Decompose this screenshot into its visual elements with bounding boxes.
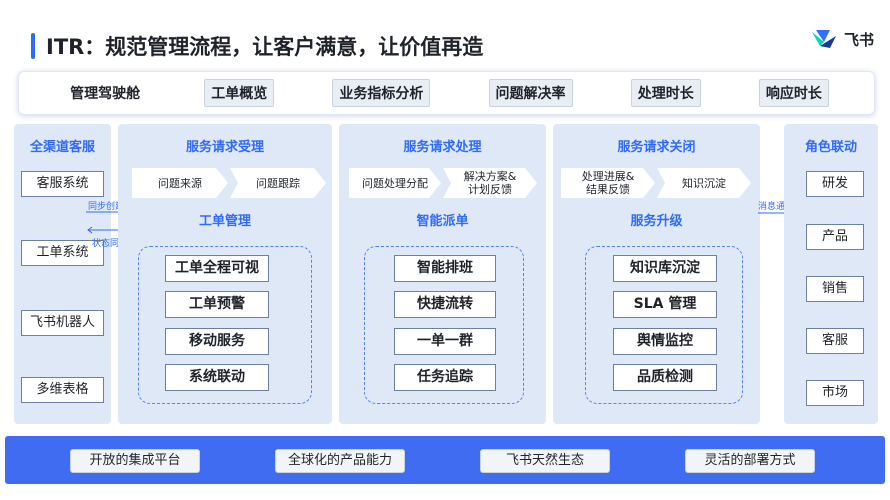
nav-ticket-overview[interactable]: 工单概览 bbox=[204, 79, 275, 107]
feature-quality: 品质检测 bbox=[613, 364, 717, 391]
feature-mobile: 移动服务 bbox=[165, 328, 269, 355]
feature-scheduling: 智能排班 bbox=[394, 255, 496, 282]
role-product: 产品 bbox=[806, 224, 864, 250]
close-column: 服务请求关闭 处理进展& 结果反馈 知识沉淀 服务升级 知识库沉淀 SLA 管理… bbox=[553, 124, 760, 424]
step-issue-source: 问题来源 bbox=[132, 168, 228, 198]
process-title: 服务请求处理 bbox=[403, 140, 482, 155]
role-service: 客服 bbox=[806, 328, 864, 354]
feature-sentiment: 舆情监控 bbox=[613, 328, 717, 355]
step-issue-tracking: 问题跟踪 bbox=[230, 168, 326, 198]
logo-text: 飞书 bbox=[843, 30, 874, 49]
page-title: ITR：规范管理流程，让客户满意，让价值再造 bbox=[46, 35, 484, 59]
channel-ticket-system: 工单系统 bbox=[21, 240, 104, 266]
nav-response-time[interactable]: 响应时长 bbox=[758, 79, 829, 107]
feature-one-group: 一单一群 bbox=[394, 328, 496, 355]
channel-title: 全渠道客服 bbox=[29, 140, 95, 155]
channel-bitable: 多维表格 bbox=[21, 377, 104, 403]
accept-feature-group bbox=[138, 246, 312, 404]
close-subtitle: 服务升级 bbox=[630, 214, 683, 229]
role-marketing: 市场 bbox=[806, 380, 864, 406]
feature-knowledge-base: 知识库沉淀 bbox=[613, 255, 717, 282]
accept-column: 服务请求受理 问题来源 问题跟踪 工单管理 工单全程可视 工单预警 移动服务 系… bbox=[118, 124, 332, 424]
role-sales: 销售 bbox=[806, 276, 864, 302]
title-accent-bar bbox=[31, 33, 35, 59]
process-subtitle: 智能派单 bbox=[416, 214, 469, 229]
feature-alert: 工单预警 bbox=[165, 291, 269, 318]
step-progress-feedback: 处理进展& 结果反馈 bbox=[561, 168, 655, 198]
nav-kpi-analysis[interactable]: 业务指标分析 bbox=[332, 79, 431, 107]
feature-task-tracking: 任务追踪 bbox=[394, 364, 496, 391]
top-nav: 管理驾驶舱 工单概览 业务指标分析 问题解决率 处理时长 响应时长 bbox=[18, 71, 875, 115]
feature-linkage: 系统联动 bbox=[165, 364, 269, 391]
brand-logo: 飞书 bbox=[810, 28, 874, 50]
platform-integration: 开放的集成平台 bbox=[70, 449, 200, 473]
process-column: 服务请求处理 问题处理分配 解决方案& 计划反馈 智能派单 智能排班 快捷流转 … bbox=[339, 124, 546, 424]
channel-bot: 飞书机器人 bbox=[21, 310, 104, 336]
platform-deployment: 灵活的部署方式 bbox=[685, 449, 815, 473]
platform-ecosystem: 飞书天然生态 bbox=[480, 449, 610, 473]
role-title: 角色联动 bbox=[804, 140, 857, 155]
sync-create-label: 同步创建 bbox=[88, 202, 125, 212]
close-feature-group bbox=[585, 246, 743, 404]
accept-title: 服务请求受理 bbox=[185, 140, 264, 155]
step-knowledge: 知识沉淀 bbox=[657, 168, 751, 198]
sync-status-label: 状态同步 bbox=[92, 239, 129, 249]
nav-cockpit[interactable]: 管理驾驶舱 bbox=[70, 86, 141, 102]
feishu-logo-icon bbox=[811, 30, 836, 48]
feature-visible: 工单全程可视 bbox=[165, 255, 269, 282]
accept-subtitle: 工单管理 bbox=[198, 214, 251, 229]
platform-bar: 开放的集成平台 全球化的产品能力 飞书天然生态 灵活的部署方式 bbox=[5, 436, 885, 484]
channel-column: 全渠道客服 客服系统 工单系统 飞书机器人 多维表格 bbox=[14, 124, 111, 424]
feature-transfer: 快捷流转 bbox=[394, 291, 496, 318]
nav-handling-time[interactable]: 处理时长 bbox=[630, 79, 701, 107]
notify-label: 消息通知 bbox=[758, 202, 795, 212]
step-solution-feedback: 解决方案& 计划反馈 bbox=[443, 168, 537, 198]
platform-global: 全球化的产品能力 bbox=[275, 449, 405, 473]
role-rd: 研发 bbox=[806, 171, 864, 197]
step-assign: 问题处理分配 bbox=[349, 168, 441, 198]
nav-resolution-rate[interactable]: 问题解决率 bbox=[488, 79, 573, 107]
close-title: 服务请求关闭 bbox=[617, 140, 696, 155]
feature-sla: SLA 管理 bbox=[613, 291, 717, 318]
channel-customer-service: 客服系统 bbox=[21, 171, 104, 197]
process-feature-group bbox=[364, 246, 524, 404]
role-column: 角色联动 研发 产品 销售 客服 市场 bbox=[784, 124, 878, 424]
